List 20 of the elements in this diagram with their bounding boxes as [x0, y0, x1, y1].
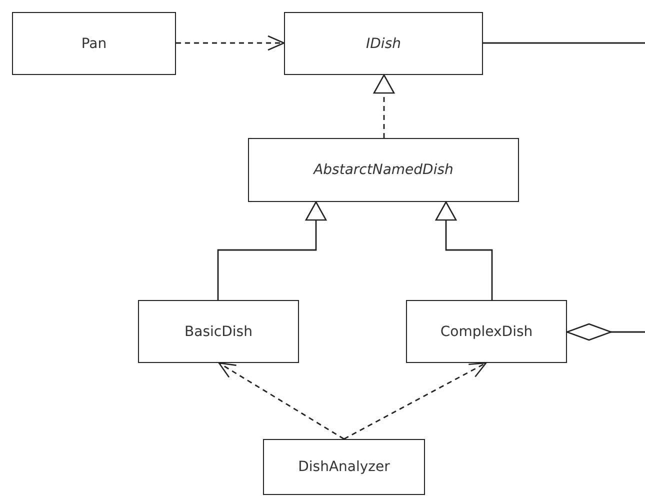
- class-box: [12, 12, 176, 75]
- class-box: [138, 300, 299, 363]
- arrow: [435, 201, 493, 300]
- class-name: BasicDish: [184, 324, 252, 340]
- class-box: [284, 12, 483, 75]
- dashed-arrow: [218, 362, 344, 440]
- association-line: [483, 42, 645, 44]
- dashed-arrow: [344, 362, 487, 440]
- class-name: Pan: [81, 36, 107, 52]
- arrow: [217, 201, 327, 300]
- class-box: [406, 300, 567, 363]
- aggregation-line: [566, 323, 645, 341]
- class-box: [248, 138, 519, 202]
- class-name: ComplexDish: [440, 324, 533, 340]
- class-name: IDish: [366, 36, 401, 52]
- class-box: [263, 439, 425, 495]
- class-name: DishAnalyzer: [298, 459, 390, 475]
- dashed-arrow: [373, 74, 395, 138]
- dashed-arrow: [176, 35, 285, 51]
- class-name: AbstarctNamedDish: [314, 162, 454, 178]
